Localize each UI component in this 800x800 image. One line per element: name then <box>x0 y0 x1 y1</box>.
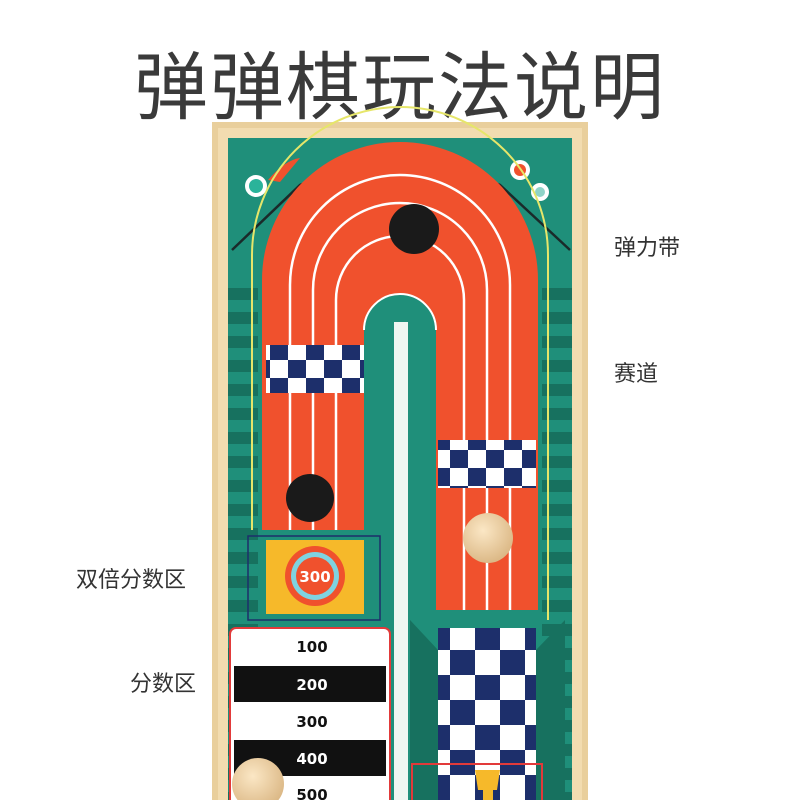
black-ball <box>286 474 334 522</box>
label-track: 赛道 <box>614 362 659 387</box>
label-double-score-zone: 双倍分数区 <box>76 568 187 593</box>
wood-ball <box>463 513 513 563</box>
score-row: 200 <box>296 676 327 694</box>
wood-ball <box>232 758 284 800</box>
flame-icon <box>268 158 300 182</box>
page-title: 弹弹棋玩法说明 <box>134 45 666 131</box>
checker-flag-left <box>266 345 364 393</box>
target-value: 300 <box>299 568 330 586</box>
trophy-icon <box>475 770 500 790</box>
label-elastic-band: 弹力带 <box>614 236 681 261</box>
score-row: 300 <box>296 713 327 731</box>
score-row: 100 <box>296 638 327 656</box>
score-row: 500 <box>296 786 327 800</box>
label-score-zone: 分数区 <box>130 672 197 697</box>
score-row: 400 <box>296 750 327 768</box>
black-ball <box>389 204 439 254</box>
checker-flag-right <box>438 440 536 488</box>
